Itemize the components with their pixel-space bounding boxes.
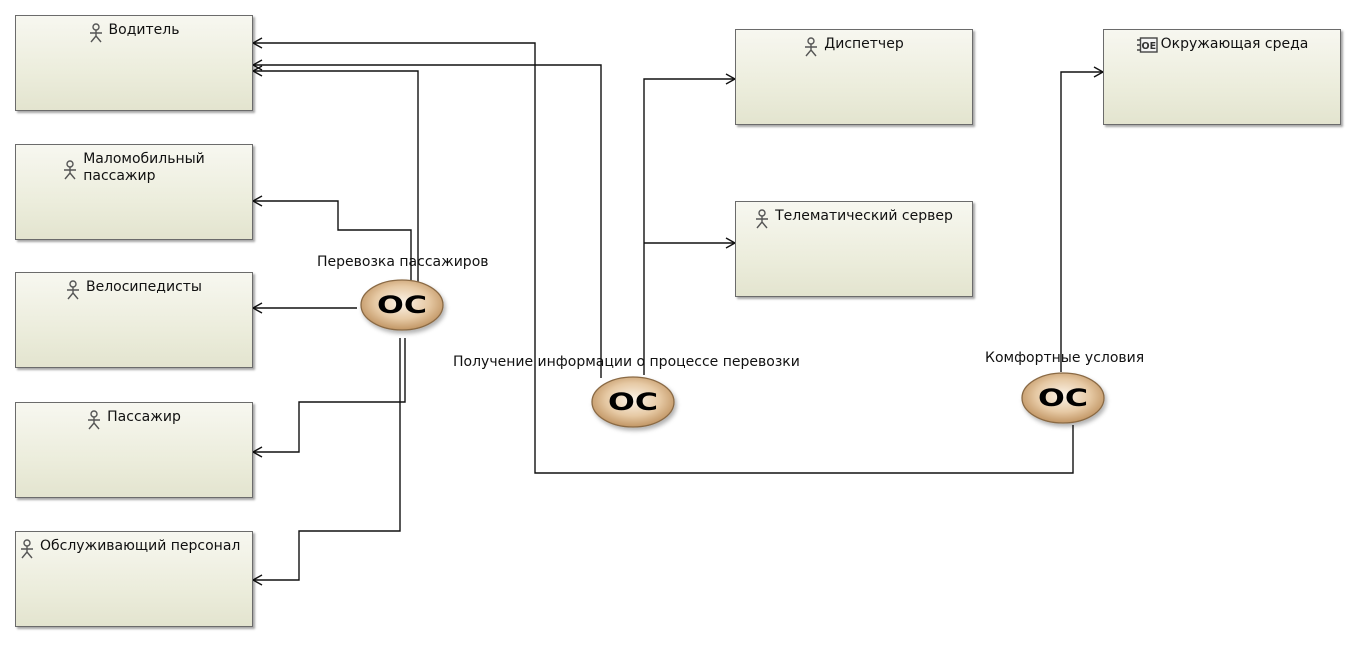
actor-box-service-staff[interactable]: Обслуживающий персонал	[15, 531, 253, 627]
actor-label: Обслуживающий персонал	[40, 538, 241, 554]
arrowhead-icon	[251, 446, 263, 458]
actor-icon	[89, 23, 103, 48]
actor-box-cyclists[interactable]: Велосипедисты	[15, 272, 253, 368]
actor-icon	[66, 280, 80, 305]
actor-box-low-mobility-passenger[interactable]: Маломобильный пассажир	[15, 144, 253, 240]
arrowhead-icon	[251, 195, 263, 207]
block-label: Окружающая среда	[1160, 36, 1309, 52]
actor-box-driver[interactable]: Водитель	[15, 15, 253, 111]
connector-transport-to-driver[interactable]	[253, 70, 419, 282]
arrowhead-icon	[251, 37, 263, 49]
usecase-badge: ОС	[608, 388, 658, 416]
usecase-transport[interactable]: ОС	[360, 279, 444, 331]
actor-label: Диспетчер	[824, 36, 904, 52]
actor-label: Велосипедисты	[86, 279, 202, 295]
actor-icon	[63, 160, 77, 185]
actor-icon	[755, 209, 769, 234]
actor-icon	[87, 410, 101, 435]
actor-icon	[20, 539, 34, 564]
connector-transport-to-passenger[interactable]	[253, 338, 406, 453]
actor-label: Водитель	[108, 22, 180, 38]
usecase-label-info: Получение информации о процессе перевозк…	[453, 354, 800, 370]
connector-info-to-dispatcher[interactable]	[643, 78, 735, 375]
usecase-ellipse[interactable]	[591, 376, 675, 428]
connector-transport-to-low-mobility[interactable]	[253, 200, 412, 282]
connector-transport-to-staff[interactable]	[253, 338, 401, 581]
connector-info-to-driver[interactable]	[253, 64, 602, 378]
actor-box-passenger[interactable]: Пассажир	[15, 402, 253, 498]
actor-label: Телематический сервер	[775, 208, 953, 224]
usecase-comfort[interactable]: ОС	[1021, 372, 1105, 424]
connector-comfort-to-driver[interactable]	[253, 42, 1074, 474]
usecase-badge: ОС	[377, 291, 427, 319]
usecase-ellipse[interactable]	[1021, 372, 1105, 424]
arrowhead-icon	[251, 302, 263, 314]
actor-icon	[804, 37, 818, 62]
actor-label: Маломобильный пассажир	[83, 151, 205, 184]
usecase-label-comfort: Комфортные условия	[985, 350, 1145, 366]
arrowhead-icon	[251, 574, 263, 586]
connector-comfort-to-environment[interactable]	[1060, 71, 1103, 372]
actor-box-dispatcher[interactable]: Диспетчер	[735, 29, 973, 125]
usecase-info[interactable]: ОС	[591, 376, 675, 428]
block-environment[interactable]: ОЕ Окружающая среда	[1103, 29, 1341, 125]
actor-label: Пассажир	[107, 409, 181, 425]
usecase-badge: ОС	[1038, 384, 1088, 412]
environment-block-icon: ОЕ	[1136, 37, 1158, 58]
arrowhead-icon	[251, 59, 263, 71]
environment-icon-text: ОЕ	[1141, 41, 1156, 52]
usecase-label-transport: Перевозка пассажиров	[317, 254, 489, 270]
usecase-ellipse[interactable]	[360, 279, 444, 331]
actor-box-telematics-server[interactable]: Телематический сервер	[735, 201, 973, 297]
